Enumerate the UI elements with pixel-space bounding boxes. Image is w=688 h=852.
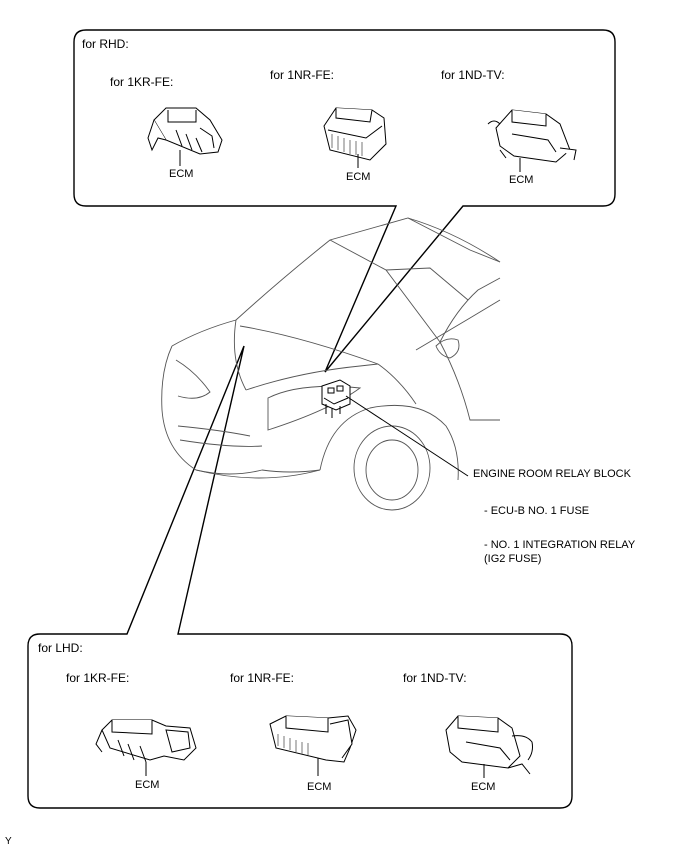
fuse-label-integration-relay: - NO. 1 INTEGRATION RELAY	[484, 539, 636, 551]
rhd-ecm-1kr	[147, 107, 223, 166]
rhd-panel-title: for RHD:	[82, 37, 129, 51]
relay-block-graphic	[321, 379, 351, 418]
lhd-ecm-label-1kr: ECM	[135, 779, 160, 791]
lhd-engine-label-1kr: for 1KR-FE:	[66, 671, 130, 685]
rhd-ecm-1nr	[323, 107, 387, 168]
lhd-ecm-1nr	[269, 715, 357, 776]
relay-block-label: ENGINE ROOM RELAY BLOCK	[473, 468, 631, 480]
rhd-ecm-1nd	[487, 109, 577, 172]
relay-block-leader	[345, 395, 469, 477]
rhd-ecm-label-1kr: ECM	[169, 168, 194, 180]
lhd-ecm-label-1nr: ECM	[307, 781, 332, 793]
rhd-engine-label-1kr: for 1KR-FE:	[110, 75, 174, 89]
lhd-engine-label-1nd: for 1ND-TV:	[403, 671, 467, 685]
lhd-ecm-1kr	[95, 719, 197, 776]
lhd-ecm-1nd	[445, 715, 533, 778]
rhd-engine-label-1nr: for 1NR-FE:	[270, 68, 335, 82]
fuse-label-ig2: (IG2 FUSE)	[484, 553, 542, 565]
illustration-code: Y	[5, 836, 12, 847]
lhd-panel-frame	[27, 345, 573, 809]
rhd-engine-label-1nd: for 1ND-TV:	[441, 68, 505, 82]
fuse-label-ecu-b: - ECU-B NO. 1 FUSE	[484, 505, 590, 517]
lhd-ecm-label-1nd: ECM	[471, 781, 496, 793]
lhd-panel-title: for LHD:	[38, 641, 83, 655]
rhd-panel-frame	[73, 29, 616, 373]
car-outline	[161, 217, 501, 511]
rhd-ecm-label-1nd: ECM	[509, 174, 534, 186]
lhd-engine-label-1nr: for 1NR-FE:	[230, 671, 295, 685]
rhd-ecm-label-1nr: ECM	[346, 171, 371, 183]
